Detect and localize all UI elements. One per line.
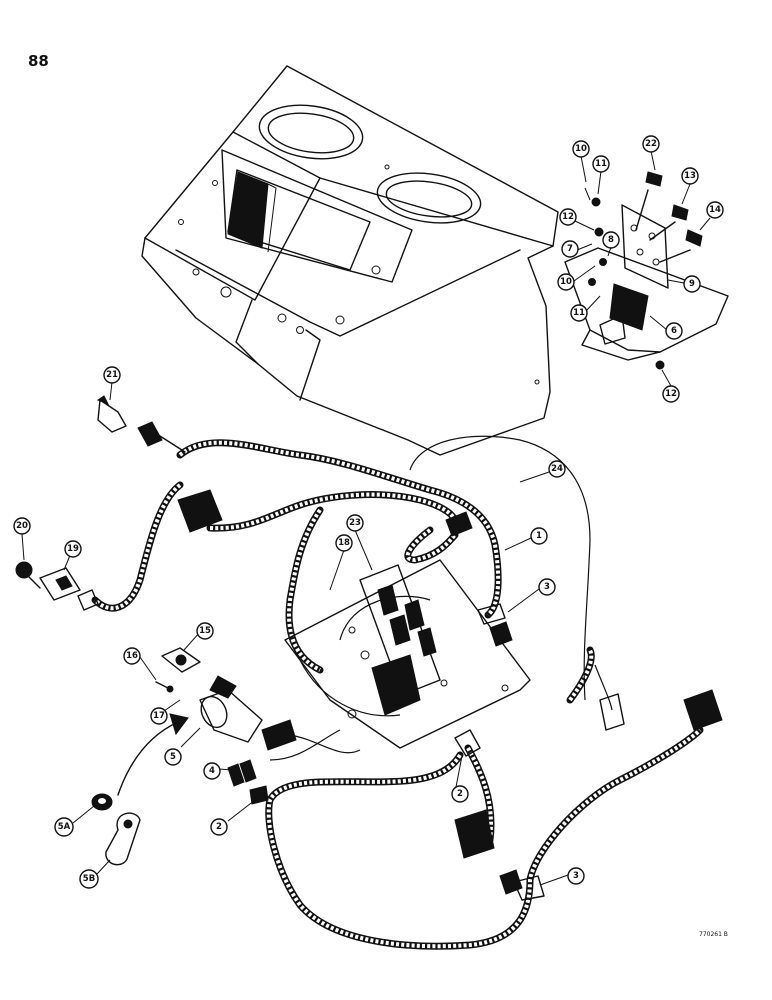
- svg-text:18: 18: [338, 538, 350, 548]
- svg-text:15: 15: [199, 626, 211, 636]
- svg-text:13: 13: [684, 171, 696, 181]
- callout-8: 8: [602, 231, 620, 249]
- component-19-switch: [39, 567, 99, 611]
- callout-3-lower: 3: [567, 867, 585, 885]
- callout-19: 19: [64, 540, 82, 558]
- callout-5a: 5A: [54, 817, 74, 837]
- end-connectors: [209, 511, 723, 859]
- callout-2-right: 2: [451, 785, 469, 803]
- svg-text:1: 1: [536, 531, 542, 541]
- svg-text:16: 16: [126, 651, 138, 661]
- curved-arrow: [117, 713, 189, 796]
- callout-20: 20: [13, 517, 31, 535]
- callout-5b: 5B: [79, 869, 99, 889]
- callout-2-left: 2: [210, 818, 228, 836]
- callout-5: 5: [164, 748, 182, 766]
- page-number: 88: [28, 52, 49, 70]
- svg-text:7: 7: [567, 244, 573, 254]
- svg-text:5B: 5B: [83, 874, 95, 884]
- component-20-knob: [15, 561, 41, 589]
- component-4-connector: [227, 759, 257, 787]
- callout-leaders: [21, 150, 711, 886]
- svg-text:12: 12: [665, 389, 677, 399]
- svg-text:17: 17: [153, 711, 165, 721]
- callout-11-lower: 11: [570, 304, 588, 322]
- svg-text:19: 19: [67, 544, 79, 554]
- svg-text:9: 9: [689, 279, 695, 289]
- callout-7: 7: [561, 240, 579, 258]
- callout-24: 24: [548, 460, 566, 478]
- svg-text:3: 3: [544, 582, 550, 592]
- svg-text:8: 8: [608, 235, 614, 245]
- callout-4: 4: [203, 762, 221, 780]
- component-5-ignition-switch: [199, 689, 297, 751]
- component-5a-nut: [91, 793, 113, 811]
- svg-text:21: 21: [106, 370, 118, 380]
- switch-bracket-assembly: [564, 171, 729, 370]
- wiring-harness: [91, 439, 704, 950]
- svg-text:5: 5: [170, 752, 176, 762]
- component-15-gauge-plate: [161, 647, 201, 673]
- svg-text:24: 24: [551, 464, 563, 474]
- callout-21: 21: [103, 366, 121, 384]
- svg-text:3: 3: [573, 871, 579, 881]
- thin-wires: [269, 435, 613, 761]
- callout-22: 22: [642, 135, 660, 153]
- connector-block-left: [177, 489, 223, 533]
- svg-text:23: 23: [349, 518, 361, 528]
- svg-text:10: 10: [560, 277, 572, 287]
- callout-15: 15: [196, 622, 214, 640]
- svg-text:6: 6: [671, 326, 677, 336]
- component-16-screw: [155, 681, 174, 693]
- callout-3-upper: 3: [538, 578, 556, 596]
- svg-text:10: 10: [575, 144, 587, 154]
- svg-text:20: 20: [16, 521, 28, 531]
- callout-12-lower: 12: [662, 385, 680, 403]
- svg-text:12: 12: [562, 212, 574, 222]
- svg-text:5A: 5A: [58, 822, 71, 832]
- callout-13: 13: [681, 167, 699, 185]
- svg-text:22: 22: [645, 139, 657, 149]
- callout-6: 6: [665, 322, 683, 340]
- callout-12: 12: [559, 208, 577, 226]
- callout-1: 1: [530, 527, 548, 545]
- svg-text:11: 11: [573, 308, 585, 318]
- callout-10: 10: [572, 140, 590, 158]
- callout-23: 23: [346, 514, 364, 532]
- component-5b-key: [105, 812, 141, 866]
- callout-9: 9: [683, 275, 701, 293]
- svg-text:4: 4: [209, 766, 215, 776]
- svg-text:2: 2: [457, 789, 463, 799]
- callout-10-lower: 10: [557, 273, 575, 291]
- callout-11: 11: [592, 155, 610, 173]
- callouts: 10 11 22 13 14 12 7 8 10 9 11 6 12 21 24…: [13, 135, 724, 889]
- callout-16: 16: [123, 647, 141, 665]
- instrument-panel-housing: [141, 65, 559, 456]
- reference-code: 770261 B: [699, 931, 728, 938]
- svg-text:11: 11: [595, 159, 607, 169]
- callout-18: 18: [335, 534, 353, 552]
- callout-17: 17: [150, 707, 168, 725]
- callout-14: 14: [706, 201, 724, 219]
- svg-text:2: 2: [216, 822, 222, 832]
- svg-text:14: 14: [709, 205, 721, 215]
- harness-clips: [249, 603, 545, 901]
- fuse-relay-panel: [284, 559, 531, 749]
- component-21-switch: [96, 395, 186, 453]
